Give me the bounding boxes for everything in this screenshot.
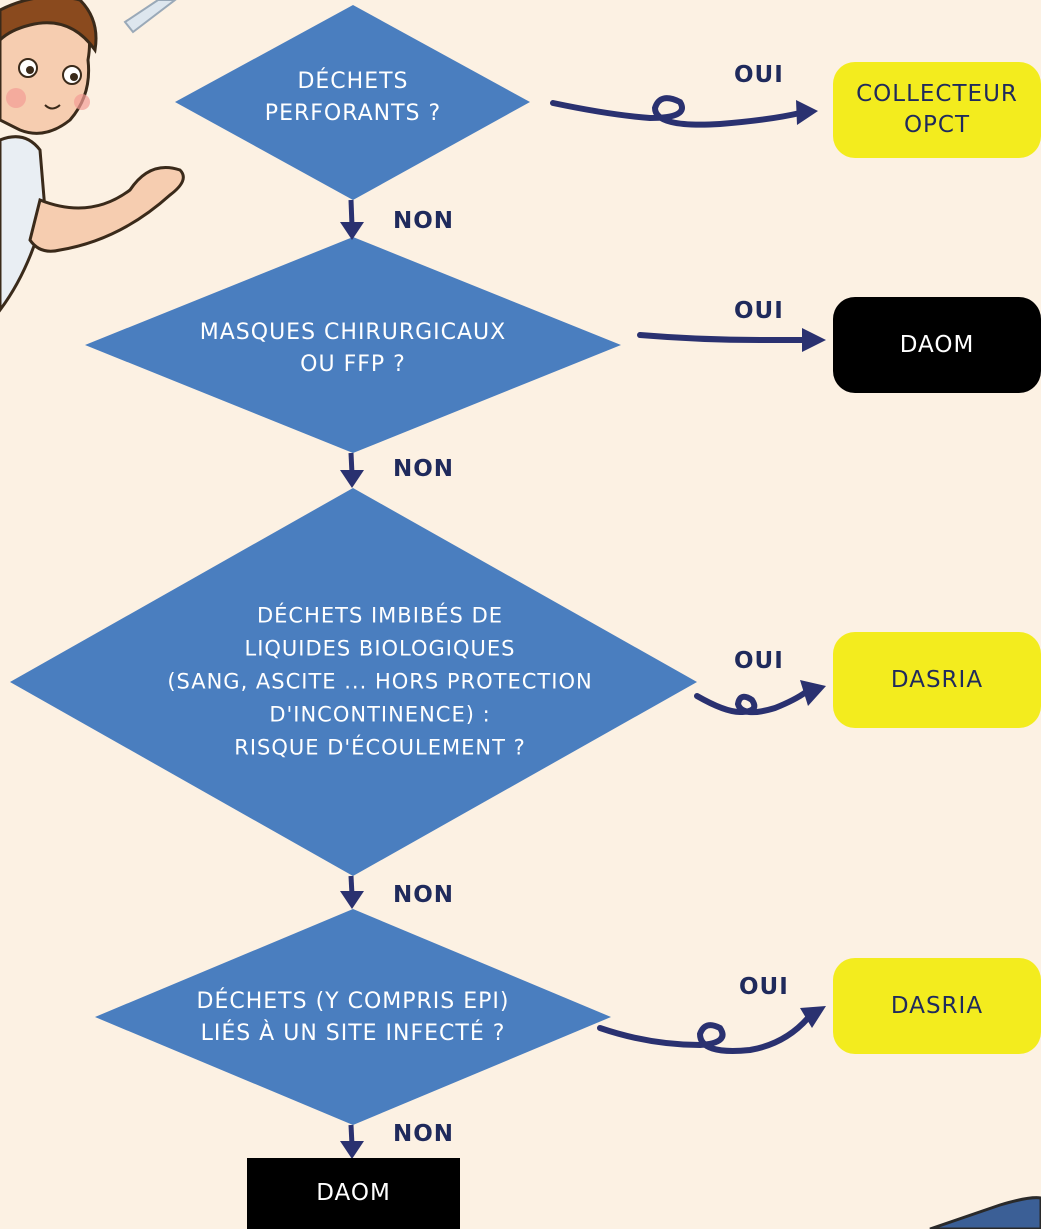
yes-label-3: OUI bbox=[734, 648, 784, 674]
yes-label-1: OUI bbox=[734, 62, 784, 88]
pen-illustration bbox=[123, 0, 177, 34]
outcome-dasria-1: DASRIA bbox=[833, 632, 1041, 728]
decision-diamond-3 bbox=[10, 488, 697, 876]
outcome-collecteur-opct: COLLECTEUR OPCT bbox=[833, 62, 1041, 158]
no-arrow-4 bbox=[340, 1124, 364, 1159]
yes-arrow-1 bbox=[550, 95, 818, 128]
outcome-daom: DAOM bbox=[833, 297, 1041, 393]
final-outcome-daom: DAOM bbox=[247, 1158, 460, 1229]
decision-question-3: DÉCHETS IMBIBÉS DE LIQUIDES BIOLOGIQUES … bbox=[167, 603, 593, 760]
decision-question-2: MASQUES CHIRURGICAUX OU FFP ? bbox=[199, 320, 507, 377]
nurse-illustration bbox=[0, 0, 185, 313]
decision-diamond-4 bbox=[95, 909, 611, 1125]
no-label-4: NON bbox=[393, 1121, 455, 1147]
outcome-dasria-2: DASRIA bbox=[833, 958, 1041, 1054]
yes-arrow-4 bbox=[597, 1006, 826, 1054]
no-label-3: NON bbox=[393, 882, 455, 908]
no-arrow-2 bbox=[340, 452, 364, 488]
yes-arrow-2 bbox=[637, 328, 826, 352]
no-arrow-1 bbox=[340, 199, 364, 240]
no-label-1: NON bbox=[393, 208, 455, 234]
decision-diamond-1 bbox=[175, 5, 530, 200]
no-label-2: NON bbox=[393, 456, 455, 482]
decision-diamond-2 bbox=[85, 237, 621, 453]
decision-question-4: DÉCHETS (Y COMPRIS EPI) LIÉS À UN SITE I… bbox=[196, 989, 510, 1046]
yes-label-2: OUI bbox=[734, 298, 784, 324]
no-arrow-3 bbox=[340, 875, 364, 909]
clipboard-illustration bbox=[929, 1196, 1041, 1229]
yes-arrow-3 bbox=[694, 680, 826, 716]
decision-question-1: DÉCHETS PERFORANTS ? bbox=[264, 69, 442, 126]
yes-label-4: OUI bbox=[739, 974, 789, 1000]
